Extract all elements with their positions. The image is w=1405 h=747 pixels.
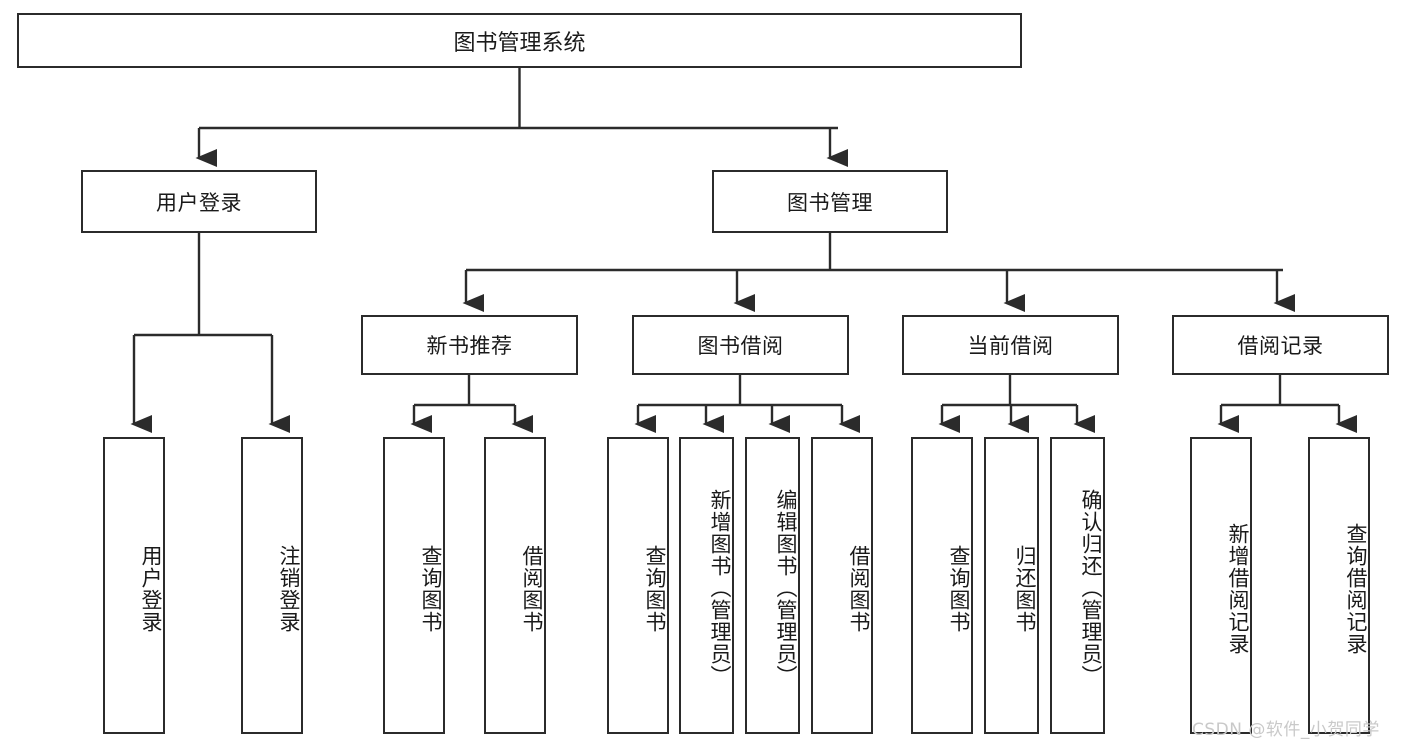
leaf-borrow-books-recommend[interactable]: 借阅图书 — [484, 437, 546, 734]
leaf-add-book-admin[interactable]: 新增图书（管理员） — [679, 437, 734, 734]
leaf-query-books-borrow[interactable]: 查询图书 — [607, 437, 669, 734]
node-current-borrow[interactable]: 当前借阅 — [902, 315, 1119, 375]
node-book-borrow[interactable]: 图书借阅 — [632, 315, 849, 375]
csdn-watermark: CSDN @软件_小贺同学 — [1192, 720, 1380, 740]
node-new-book-recommend[interactable]: 新书推荐 — [361, 315, 578, 375]
leaf-query-borrow-record[interactable]: 查询借阅记录 — [1308, 437, 1370, 734]
leaf-query-books-recommend[interactable]: 查询图书 — [383, 437, 445, 734]
leaf-confirm-return-admin[interactable]: 确认归还（管理员） — [1050, 437, 1105, 734]
leaf-user-login[interactable]: 用户登录 — [103, 437, 165, 734]
node-borrow-record[interactable]: 借阅记录 — [1172, 315, 1389, 375]
leaf-add-borrow-record[interactable]: 新增借阅记录 — [1190, 437, 1252, 734]
leaf-borrow-books[interactable]: 借阅图书 — [811, 437, 873, 734]
leaf-return-books[interactable]: 归还图书 — [984, 437, 1039, 734]
leaf-edit-book-admin[interactable]: 编辑图书（管理员） — [745, 437, 800, 734]
node-user-login[interactable]: 用户登录 — [81, 170, 317, 233]
node-book-management[interactable]: 图书管理 — [712, 170, 948, 233]
node-root-system[interactable]: 图书管理系统 — [17, 13, 1022, 68]
leaf-query-books-current[interactable]: 查询图书 — [911, 437, 973, 734]
leaf-logout[interactable]: 注销登录 — [241, 437, 303, 734]
